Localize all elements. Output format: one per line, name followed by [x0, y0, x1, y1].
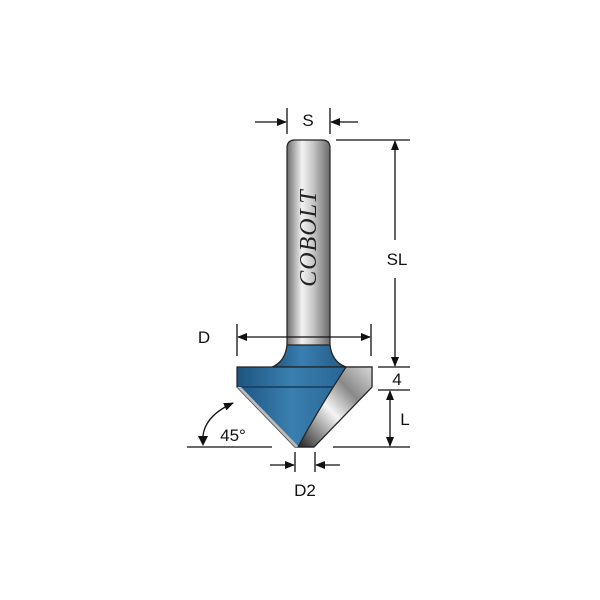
- label-4: 4: [392, 370, 401, 389]
- neck: [271, 344, 347, 368]
- brand-logo: COBOLT: [296, 189, 322, 287]
- carbide-cutter: [296, 366, 373, 448]
- shank: [286, 139, 331, 353]
- label-s: S: [302, 111, 313, 130]
- label-d: D: [198, 328, 210, 347]
- bevel-edge: [237, 387, 299, 447]
- label-angle: 45°: [220, 426, 246, 445]
- label-l: L: [400, 410, 409, 429]
- angle-45: 45°: [198, 402, 246, 446]
- dimension-sl: SL: [336, 139, 410, 367]
- dimension-d2: D2: [270, 452, 340, 500]
- dimension-s: S: [255, 108, 358, 134]
- label-d2: D2: [294, 481, 316, 500]
- dimension-d: D: [198, 324, 372, 356]
- label-sl: SL: [387, 250, 408, 269]
- dimension-band-and-l: 4 L: [378, 366, 410, 447]
